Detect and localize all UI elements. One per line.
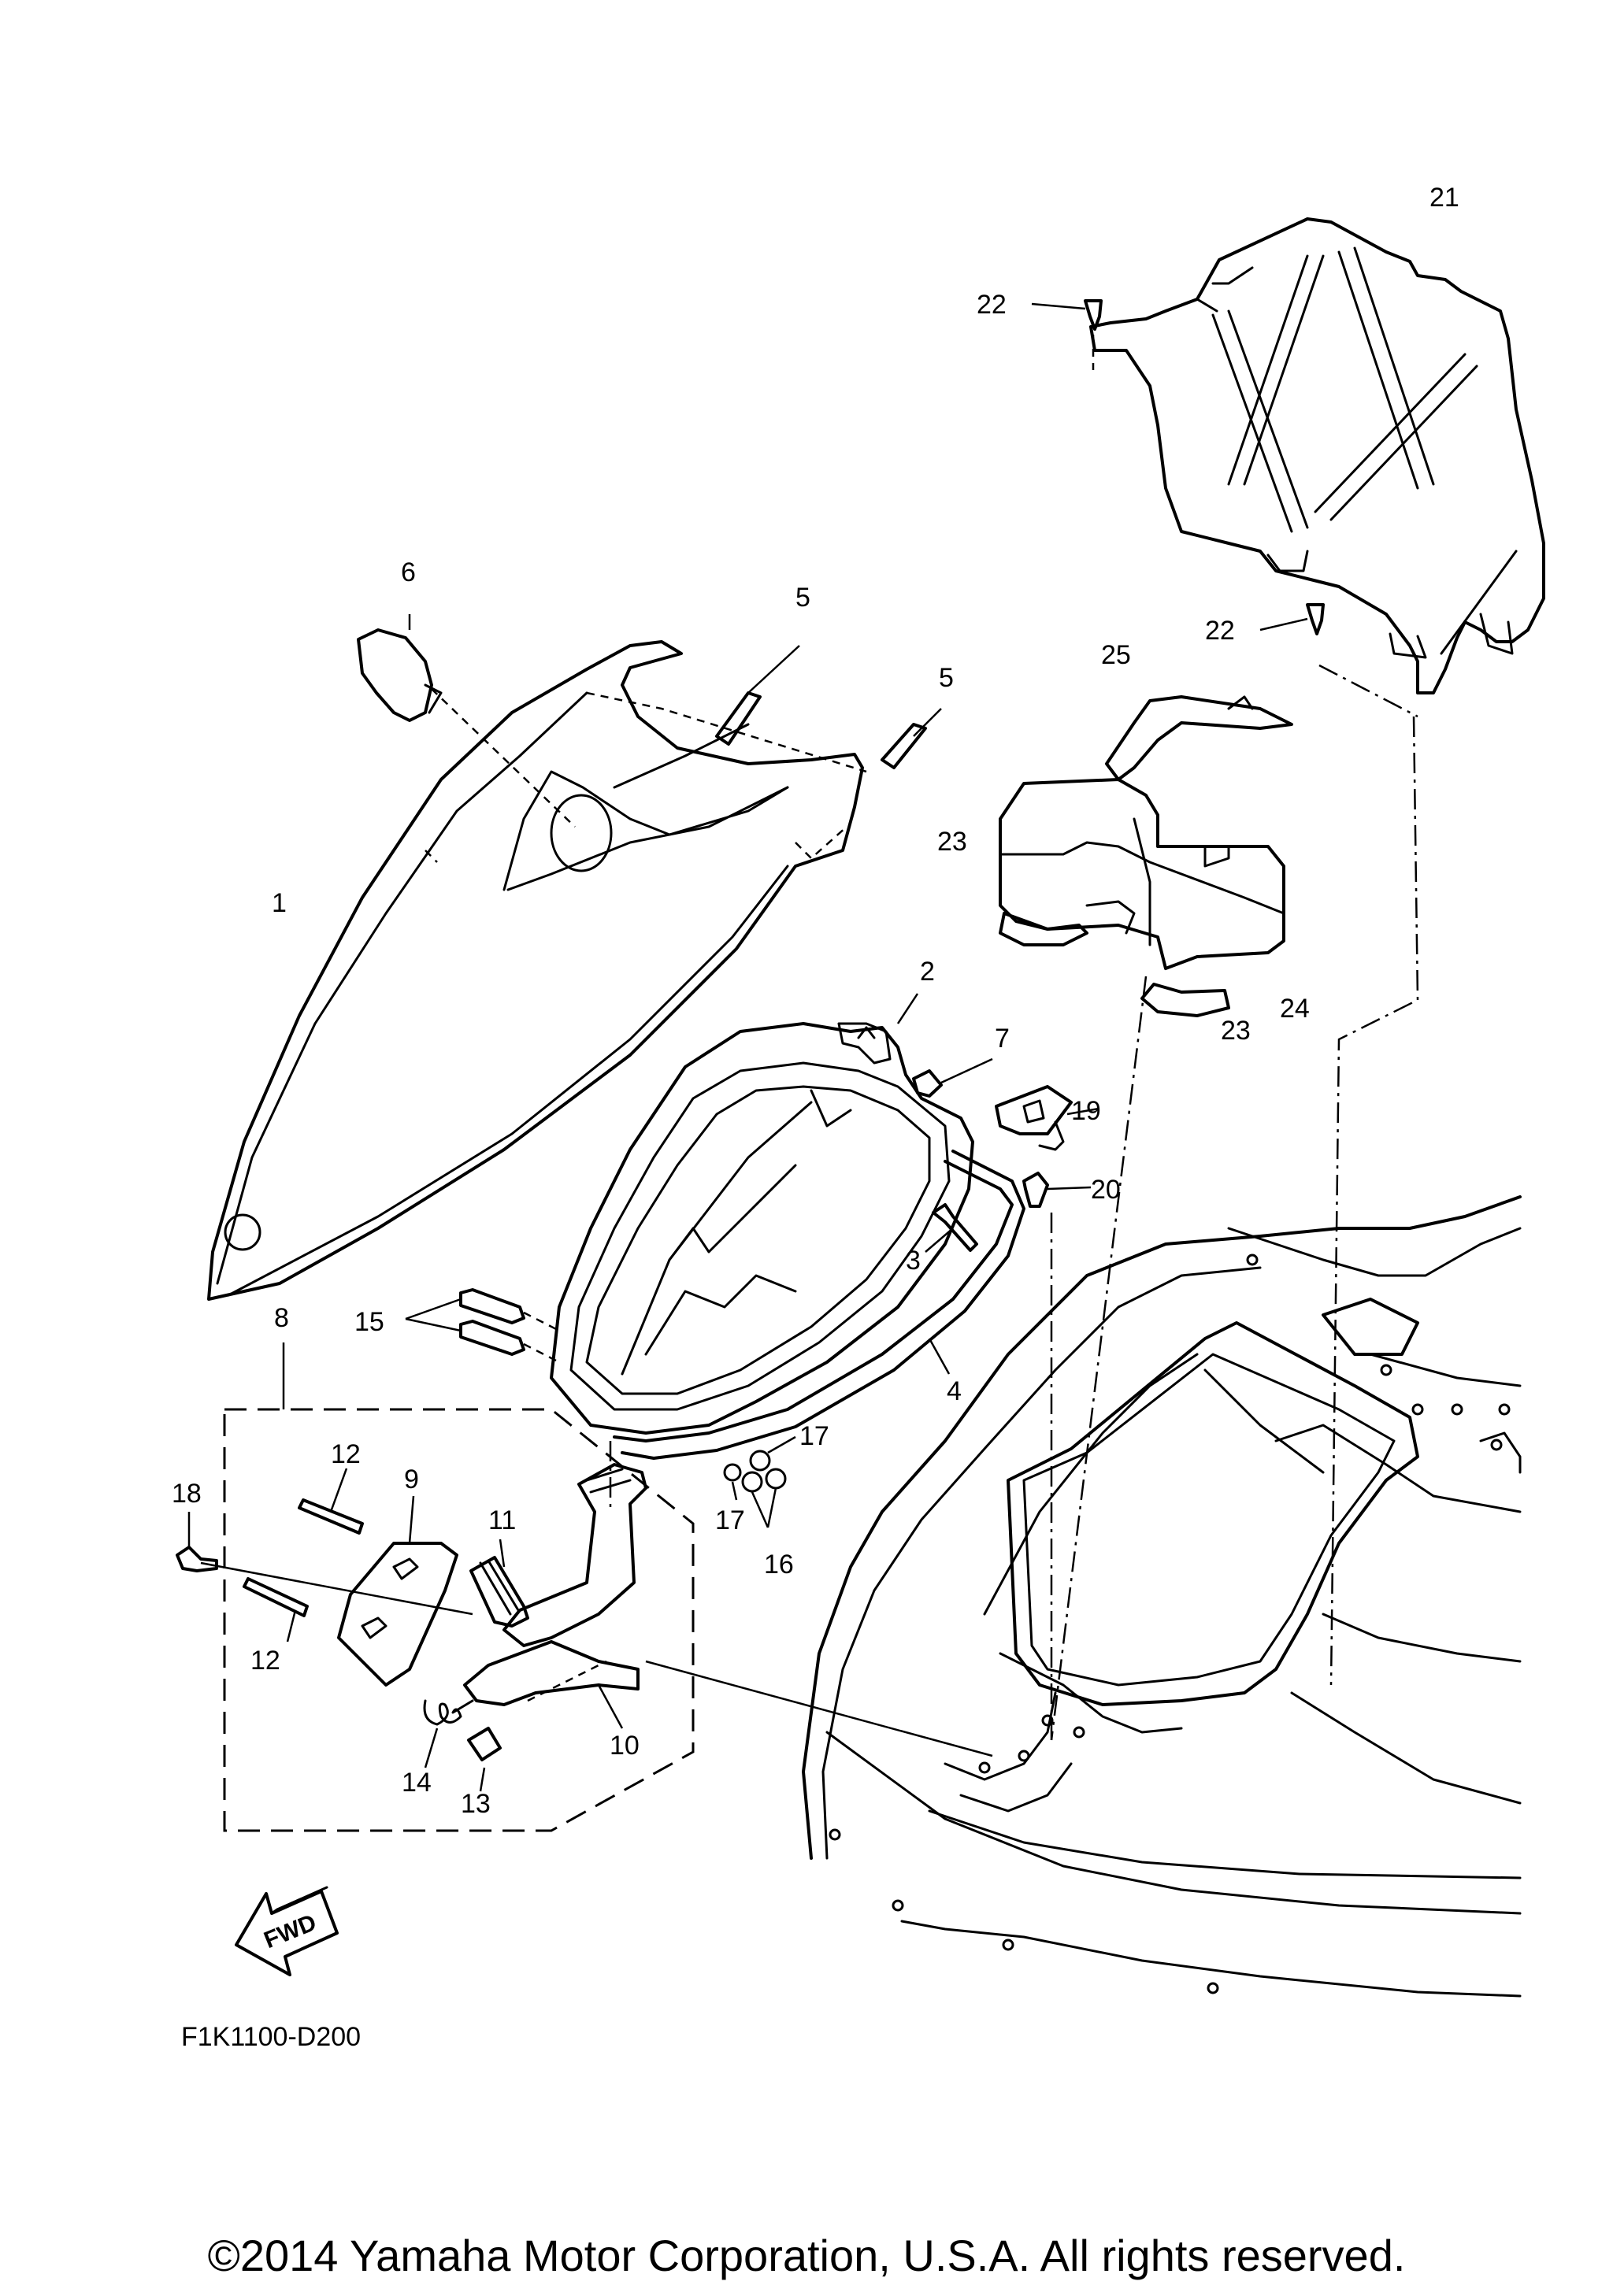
callout-25: 25 [1101, 640, 1131, 670]
part-15-bolts [405, 1288, 560, 1364]
forward-arrow-icon: FWD [235, 1886, 339, 1976]
part-3-pin [925, 1203, 978, 1253]
callout-8: 8 [274, 1303, 289, 1333]
callout-5-right: 5 [939, 663, 954, 693]
callout-23-bottom: 23 [1221, 1016, 1251, 1046]
callout-11: 11 [488, 1505, 516, 1535]
part-2-storage-tray [550, 993, 974, 1435]
part-13-sleeve [467, 1727, 502, 1792]
callout-15: 15 [354, 1307, 384, 1337]
part-1-hood [207, 640, 867, 1301]
part-23-clamp-left [999, 912, 1088, 946]
callout-23-top: 23 [937, 827, 967, 857]
callout-12-top: 12 [331, 1439, 361, 1469]
callout-22-bottom: 22 [1205, 616, 1235, 646]
part-23-clamp-right [1140, 983, 1230, 1017]
callout-9: 9 [404, 1465, 419, 1494]
callout-22-top: 22 [977, 290, 1007, 320]
part-9-plate [337, 1495, 458, 1687]
callout-21: 21 [1429, 183, 1459, 213]
callout-13: 13 [461, 1789, 491, 1819]
callout-2: 2 [920, 957, 935, 987]
part-12-pin-top [298, 1468, 364, 1535]
group-8-latch-assembly [223, 1342, 695, 1832]
part-16-17-nuts [723, 1435, 796, 1528]
callout-16: 16 [764, 1550, 794, 1579]
part-22-screw-bottom [1259, 603, 1325, 635]
callout-4: 4 [947, 1376, 962, 1406]
callout-24: 24 [1280, 994, 1310, 1024]
callout-5-top: 5 [795, 583, 810, 613]
callout-14: 14 [402, 1768, 432, 1798]
callout-18: 18 [172, 1479, 202, 1509]
part-20-screw [1022, 1172, 1092, 1208]
part-6-latch-handle [357, 614, 576, 828]
part-10-latch-lever [463, 1463, 647, 1729]
part-7-bolt [912, 1057, 993, 1098]
part-5-pad-right [881, 708, 942, 769]
part-11-grommet [469, 1539, 529, 1628]
callout-20: 20 [1091, 1175, 1121, 1205]
part-24-battery-box [999, 778, 1285, 970]
callout-labels: 1 2 3 4 5 5 6 7 8 9 10 11 12 12 13 14 15… [172, 183, 1459, 2052]
callout-19: 19 [1071, 1096, 1101, 1126]
part-4-gasket [613, 1150, 1025, 1460]
part-18-bolt [176, 1512, 218, 1572]
fwd-label: FWD [261, 1909, 321, 1953]
part-5-pad-top [715, 645, 800, 746]
diagram-code: F1K1100-D200 [181, 2022, 361, 2052]
part-19-bracket [995, 1085, 1099, 1151]
hull-deck [802, 1195, 1522, 1998]
callout-3: 3 [906, 1246, 921, 1276]
part-22-screw-top [1031, 299, 1103, 370]
part-12-pin-bottom [243, 1577, 309, 1642]
center-lines [200, 664, 1419, 1757]
callout-6: 6 [401, 557, 416, 587]
callout-12-bottom: 12 [250, 1646, 280, 1676]
part-14-spring [423, 1699, 474, 1768]
part-21-shield [1089, 217, 1545, 694]
callout-17-top: 17 [799, 1421, 829, 1451]
part-25-strap [1105, 695, 1293, 781]
callout-10: 10 [610, 1731, 640, 1761]
copyright-notice: ©2014 Yamaha Motor Corporation, U.S.A. A… [207, 2231, 1406, 2280]
callout-7: 7 [995, 1024, 1010, 1054]
callout-17-bottom: 17 [715, 1505, 745, 1535]
callout-1: 1 [272, 888, 287, 918]
